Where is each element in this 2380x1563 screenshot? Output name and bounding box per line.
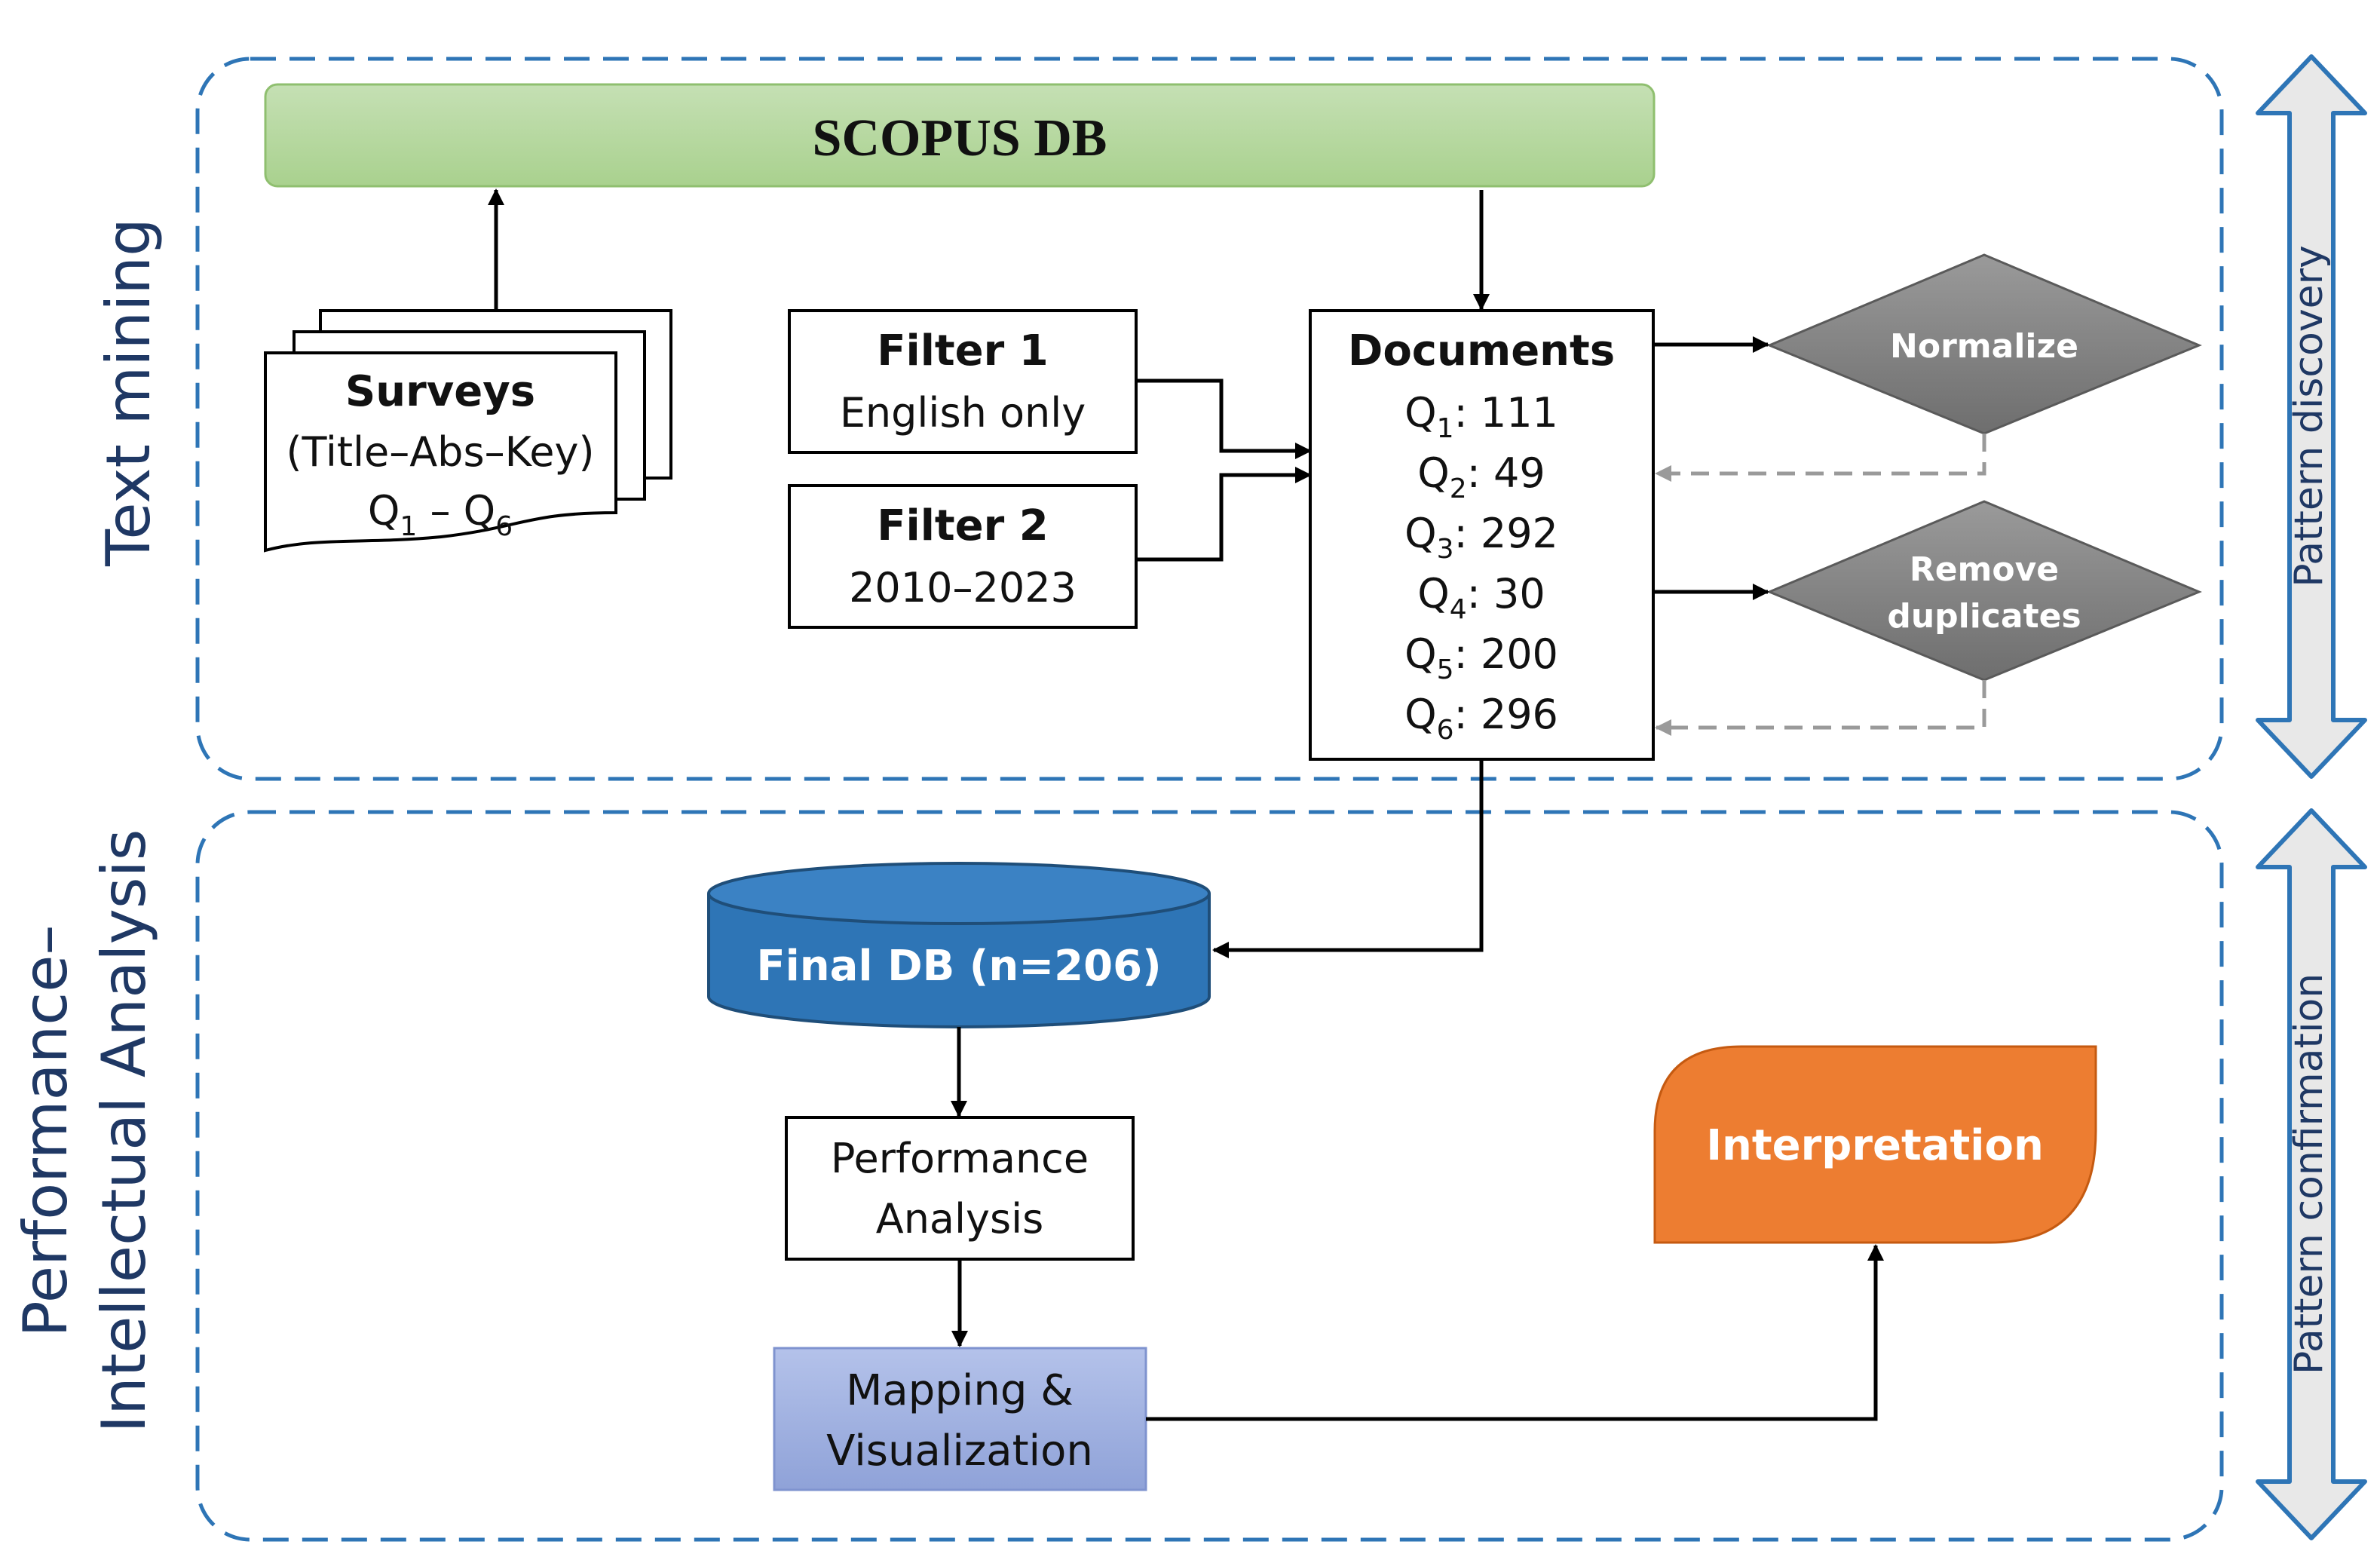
performance-label-line2: Intellectual Analysis — [89, 829, 159, 1433]
filter-2-box — [788, 484, 1138, 629]
filter-1-detail: English only — [840, 389, 1086, 437]
normalize-label: Normalize — [1890, 327, 2078, 366]
final-db-cylinder-top — [707, 862, 1211, 925]
documents-row-q2: Q2: 49 — [1417, 449, 1545, 504]
surveys-title: Surveys — [345, 367, 535, 416]
documents-box — [1309, 309, 1655, 761]
interpretation-label: Interpretation — [1706, 1121, 2044, 1170]
arrow-mapping-to-interpretation — [1146, 1244, 1884, 1421]
pattern-discovery-label: Pattern discovery — [2287, 245, 2332, 587]
surveys-fields: (Title–Abs–Key) — [286, 428, 594, 476]
filter-2-title: Filter 2 — [877, 501, 1048, 550]
pattern-discovery-arrow — [2256, 54, 2367, 779]
text-mining-label: Text mining — [93, 218, 164, 567]
performance-label-line1: Performance– — [11, 925, 81, 1338]
arrow-filter-1-to-documents — [1136, 378, 1312, 459]
mapping-visualization-box — [773, 1347, 1147, 1491]
mapping-visualization-line1: Mapping & — [846, 1366, 1074, 1415]
documents-row-q3: Q3: 292 — [1404, 510, 1558, 565]
remove-duplicates-line2: duplicates — [1887, 597, 2081, 636]
final-db-cylinder — [707, 893, 1211, 1028]
surveys-page-front — [264, 351, 617, 553]
arrow-documents-to-final-db — [1212, 759, 1484, 958]
filter-2-detail: 2010–2023 — [849, 564, 1077, 611]
performance-section — [195, 810, 2224, 1542]
interpretation-shape — [1653, 1045, 2097, 1244]
documents-row-q6: Q6: 296 — [1404, 691, 1558, 746]
documents-row-q1: Q1: 111 — [1404, 389, 1558, 444]
surveys-query-range: Q1 – Q6 — [368, 487, 513, 542]
text-mining-section — [195, 57, 2224, 781]
performance-analysis-box — [785, 1116, 1135, 1261]
return-arrow-normalize — [1655, 434, 1986, 482]
return-arrow-remove-duplicates — [1655, 680, 1986, 736]
pattern-confirmation-label: Pattern confirmation — [2287, 973, 2332, 1375]
performance-analysis-line2: Analysis — [876, 1195, 1044, 1243]
final-db-label: Final DB (n=206) — [756, 942, 1161, 991]
documents-row-q5: Q5: 200 — [1404, 630, 1558, 685]
remove-duplicates-line1: Remove — [1910, 550, 2059, 589]
performance-analysis-line1: Performance — [831, 1135, 1089, 1182]
documents-row-q4: Q4: 30 — [1417, 570, 1545, 625]
scopus-db-box — [264, 83, 1656, 188]
documents-title: Documents — [1348, 326, 1615, 375]
mapping-visualization-line2: Visualization — [826, 1427, 1093, 1476]
scopus-db-label: SCOPUS DB — [813, 109, 1107, 167]
arrow-filter-2-to-documents — [1136, 467, 1312, 562]
remove-duplicates-diamond — [1766, 500, 2202, 682]
filter-1-title: Filter 1 — [877, 326, 1048, 375]
pattern-confirmation-arrow — [2256, 808, 2367, 1540]
